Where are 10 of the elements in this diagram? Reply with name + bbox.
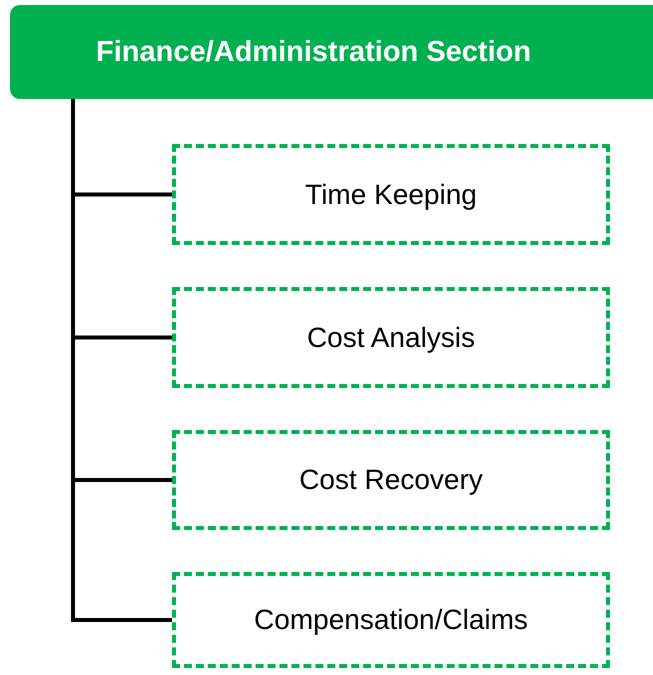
unit-label: Time Keeping bbox=[305, 178, 477, 210]
header-title: Finance/Administration Section bbox=[96, 36, 532, 68]
unit-label: Cost Analysis bbox=[306, 322, 476, 354]
unit-label: Compensation/Claims bbox=[254, 604, 528, 636]
section-header bbox=[10, 5, 653, 99]
unit-box bbox=[172, 430, 610, 530]
unit-box bbox=[172, 287, 610, 388]
unit-box bbox=[172, 572, 610, 668]
unit-label: Cost Recovery bbox=[299, 464, 483, 496]
unit-box bbox=[172, 144, 610, 245]
